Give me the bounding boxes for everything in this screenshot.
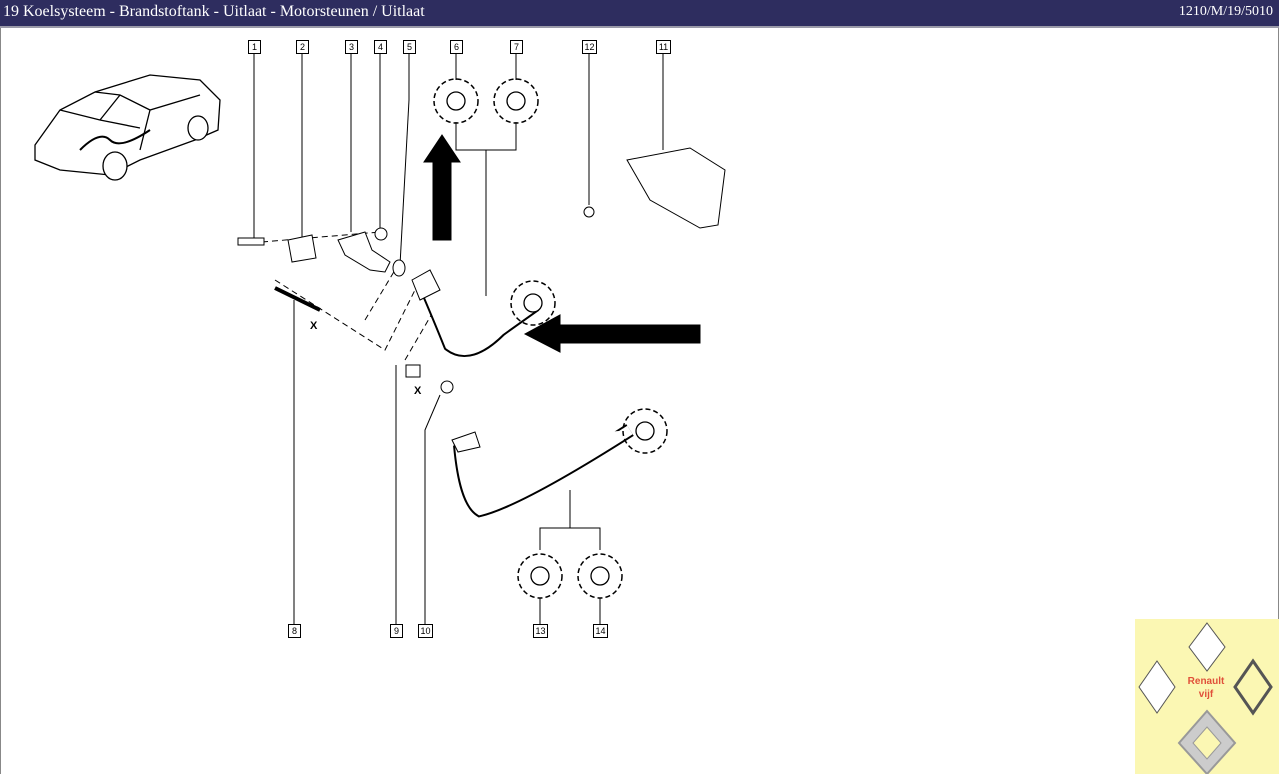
stud-part: [237, 237, 265, 246]
gasket-part: [287, 234, 317, 263]
callout-10[interactable]: 10: [418, 624, 433, 638]
bolt-part: [274, 286, 321, 312]
left-arrow-icon: [523, 314, 701, 353]
flange-part: [337, 231, 391, 273]
nut-part: [374, 227, 388, 241]
heat-shield-part: [626, 147, 726, 229]
spring-part: [405, 364, 421, 378]
up-arrow-icon: [423, 134, 461, 241]
logo-text: Renault vijf: [1171, 675, 1241, 701]
callout-11[interactable]: 11: [656, 40, 671, 54]
logo-line-1: Renault: [1187, 676, 1225, 687]
detail-circles: [433, 78, 668, 599]
callout-9[interactable]: 9: [390, 624, 403, 638]
bolt-nut-part: [440, 380, 454, 394]
ring-part: [392, 259, 406, 277]
renault-diamond-logos: [1138, 622, 1273, 776]
marker-x: X: [310, 320, 318, 332]
page-title: 19 Koelsysteem - Brandstoftank - Uitlaat…: [3, 3, 425, 20]
callout-12[interactable]: 12: [582, 40, 597, 54]
callout-5[interactable]: 5: [403, 40, 416, 54]
title-bar: 19 Koelsysteem - Brandstoftank - Uitlaat…: [0, 0, 1279, 28]
parts: [237, 147, 726, 518]
callout-6[interactable]: 6: [450, 40, 463, 54]
diagram-code: 1210/M/19/5010: [1178, 4, 1273, 19]
callout-14[interactable]: 14: [593, 624, 608, 638]
callout-13[interactable]: 13: [533, 624, 548, 638]
callout-8[interactable]: 8: [288, 624, 301, 638]
callout-2[interactable]: 2: [296, 40, 309, 54]
callout-3[interactable]: 3: [345, 40, 358, 54]
renault-vijf-logo: Renault vijf: [1135, 619, 1279, 776]
logo-line-2: vijf: [1198, 689, 1214, 700]
pipe-flange: [411, 269, 441, 301]
marker-x: X: [414, 385, 422, 397]
leader-lines: [253, 53, 664, 624]
callout-1[interactable]: 1: [248, 40, 261, 54]
callout-4[interactable]: 4: [374, 40, 387, 54]
car-illustration: [34, 74, 221, 181]
callout-7[interactable]: 7: [510, 40, 523, 54]
